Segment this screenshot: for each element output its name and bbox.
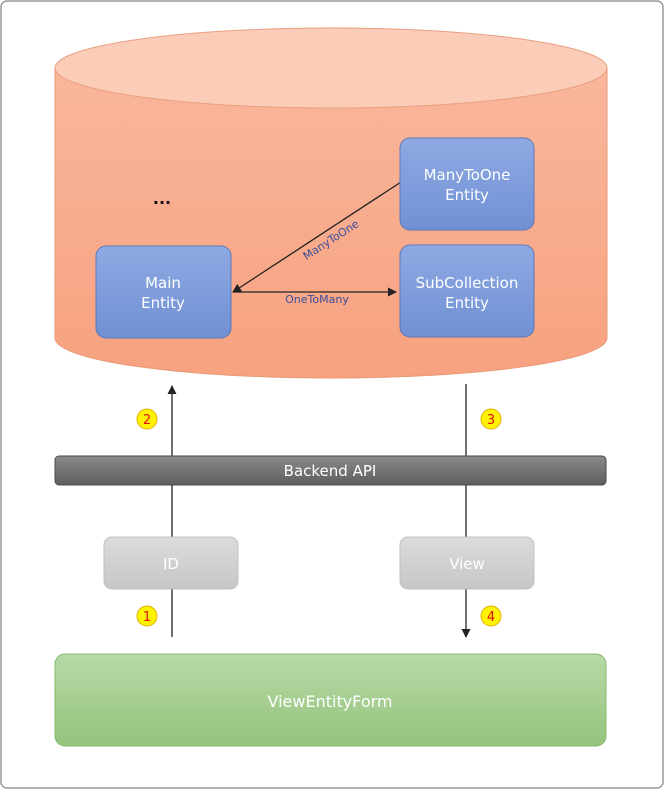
main-entity-label-line1: Main	[145, 274, 181, 292]
many-to-one-entity-box: ManyToOne Entity	[399, 137, 535, 231]
id-payload-box: ID	[103, 536, 239, 590]
id-payload-label: ID	[163, 555, 179, 573]
sub-collection-entity-label-line2: Entity	[445, 294, 489, 312]
view-payload-label: View	[449, 555, 485, 573]
step-badge-3: 3	[480, 408, 502, 430]
sub-collection-entity-box: SubCollection Entity	[399, 244, 535, 338]
backend-api-bar: Backend API	[54, 455, 607, 486]
main-entity-box: Main Entity	[95, 245, 232, 339]
step-badge-4-number: 4	[487, 610, 495, 625]
one-to-many-relation-label: OneToMany	[285, 293, 349, 306]
step-badge-3-number: 3	[487, 413, 495, 428]
view-payload-box: View	[399, 536, 535, 590]
step-badge-2-number: 2	[143, 413, 151, 428]
step-badge-1: 1	[136, 605, 158, 627]
database-top	[54, 27, 608, 109]
main-entity-label-line2: Entity	[141, 294, 185, 312]
many-to-one-entity-label-line2: Entity	[445, 186, 489, 204]
step-badge-1-number: 1	[143, 610, 151, 625]
view-entity-form-box: ViewEntityForm	[54, 653, 607, 747]
more-entities-ellipsis: ...	[153, 189, 171, 208]
sub-collection-entity-label-line1: SubCollection	[416, 274, 519, 292]
many-to-one-relation-line	[232, 181, 402, 293]
view-entity-form-label: ViewEntityForm	[268, 692, 393, 711]
step-badge-4: 4	[480, 605, 502, 627]
step-badge-2: 2	[136, 408, 158, 430]
many-to-one-entity-label-line1: ManyToOne	[424, 166, 511, 184]
backend-api-label: Backend API	[284, 462, 377, 480]
